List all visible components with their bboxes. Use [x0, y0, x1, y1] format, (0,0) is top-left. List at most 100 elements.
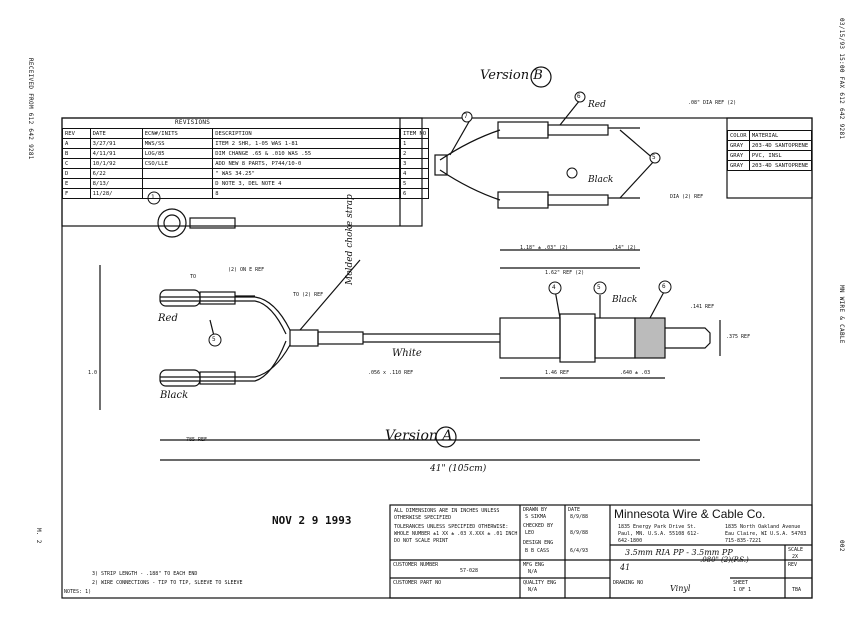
header-date: DATE	[89, 128, 143, 139]
dim-3: TO	[190, 274, 197, 280]
mfg-eng: N/A	[528, 569, 538, 575]
dim-13: .08" DIA REF (2)	[688, 100, 737, 106]
cell: ITEM 2 SHR, 1-05 WAS 1-81	[212, 138, 400, 149]
red-label-a: Red	[158, 313, 178, 324]
cell: " WAS 34.25"	[212, 168, 400, 179]
dim-9: 785 REF	[186, 437, 208, 443]
header-rev: REV	[62, 128, 91, 139]
date-stamp: NOV 2 9 1993	[272, 514, 352, 527]
callout-4: 4	[552, 284, 556, 291]
header-material: MATERIAL	[748, 130, 813, 141]
design-eng: B B CASS	[525, 548, 550, 554]
item-header: ITEM NO	[399, 128, 430, 139]
cell: 10/1/92	[89, 158, 143, 169]
tolerance-line-2: OTHERWISE SPECIFIED	[394, 515, 452, 521]
drawn-date: 8/9/88	[570, 514, 589, 520]
cell: 11/28/	[89, 188, 143, 199]
cell: 203-4D SANTOPRENE	[748, 160, 813, 171]
callout-5c: 5	[212, 336, 216, 343]
red-label-b: Red	[588, 100, 606, 110]
tolerance-line-5: DO NOT SCALE PRINT	[394, 538, 449, 544]
cell: LOG/85	[141, 148, 214, 159]
tolerance-line-1: ALL DIMENSIONS ARE IN INCHES UNLESS	[394, 508, 500, 514]
cell: D NOTE 3, DEL NOTE 4	[212, 178, 400, 189]
drawing-no-label: DRAWING NO	[613, 580, 644, 586]
customer-number-label: CUSTOMER NUMBER	[393, 562, 439, 568]
customer-number: 57-028	[460, 568, 479, 574]
callout-6b: 6	[662, 283, 666, 290]
company-address-left: 1835 Energy Park Drive St. Paul, MN. U.S…	[618, 524, 700, 544]
cell: D	[62, 168, 91, 179]
cell	[141, 188, 214, 199]
cell: 6/22	[89, 168, 143, 179]
item-number: 5	[399, 178, 430, 189]
checked-date: 8/9/88	[570, 530, 589, 536]
cell: 4/11/91	[89, 148, 143, 159]
dim-14: DIA (2) REF	[670, 194, 704, 200]
header-ecn: ECN#/INITS	[141, 128, 214, 139]
dim-2: (2) ON E REF	[228, 267, 265, 273]
note-2: 2) WIRE CONNECTIONS - TIP TO TIP, SLEEVE…	[92, 580, 243, 586]
part-title: 3.5mm RIA PP - 3.5mm PP	[625, 548, 733, 557]
scale-value: 2X	[792, 554, 799, 560]
scale-label: SCALE	[788, 547, 804, 553]
dim-5: 1.46 REF	[545, 370, 570, 376]
white-label: White	[392, 348, 422, 359]
drawn-date-label: DATE	[568, 507, 581, 513]
callout-5b: 5	[597, 284, 601, 291]
dim-6: .640 ± .03	[620, 370, 651, 376]
mfg-eng-label: MFG ENG	[523, 562, 545, 568]
cell: CSO/LLE	[141, 158, 214, 169]
drawn-by: S SIKMA	[525, 514, 547, 520]
item-number-column: ITEM NO 1 2 3 4 5 6	[399, 128, 430, 199]
cell: 8/13/	[89, 178, 143, 189]
cell: E	[62, 178, 91, 189]
version-b-label: Version B	[480, 68, 543, 83]
cell: GRAY	[727, 160, 750, 171]
part-title-2: .080" (2)(P.S.)	[700, 556, 749, 564]
cell	[141, 178, 214, 189]
item-number: 1	[399, 138, 430, 149]
revisions-header-row: REV DATE ECN#/INITS DESCRIPTION	[62, 128, 400, 139]
cell: GRAY	[727, 140, 750, 151]
header-color: COLOR	[727, 130, 750, 141]
checked-by-label: CHECKED BY	[523, 523, 554, 529]
cell: PVC, INSL	[748, 150, 813, 161]
dim-11: .14" (2)	[612, 245, 637, 251]
company-name: Minnesota Wire & Cable Co.	[614, 507, 766, 521]
header-description: DESCRIPTION	[212, 128, 400, 139]
cell: 3/27/91	[89, 138, 143, 149]
cell: 8	[212, 188, 400, 199]
quality-eng-label: QUALITY ENG	[523, 580, 557, 586]
dim-15: TO (2) REF	[293, 292, 324, 298]
callout-5: 5	[652, 154, 656, 161]
dim-8: .375 REF	[726, 334, 751, 340]
cell	[141, 168, 214, 179]
quality-eng: N/A	[528, 587, 538, 593]
sheet-label: SHEET	[733, 580, 749, 586]
company-address-right: 1835 North Oakland Avenue Eau Claire, WI…	[725, 524, 807, 544]
dim-10: 1.18" ± .03" (2)	[520, 245, 569, 251]
callout-6: 6	[577, 93, 581, 100]
sheet-value: 1 OF 1	[733, 587, 752, 593]
dim-12: 1.62" REF (2)	[545, 270, 585, 276]
cell: GRAY	[727, 150, 750, 161]
design-date: 6/4/93	[570, 548, 589, 554]
item-number: 3	[399, 158, 430, 169]
rev-value: 41	[620, 563, 631, 572]
item-number: 4	[399, 168, 430, 179]
customer-part-label: CUSTOMER PART NO	[393, 580, 442, 586]
version-a-label: Version A	[385, 428, 453, 444]
design-eng-label: DESIGN ENG	[523, 540, 554, 546]
tolerance-line-3: TOLERANCES UNLESS SPECIFIED OTHERWISE:	[394, 524, 509, 530]
